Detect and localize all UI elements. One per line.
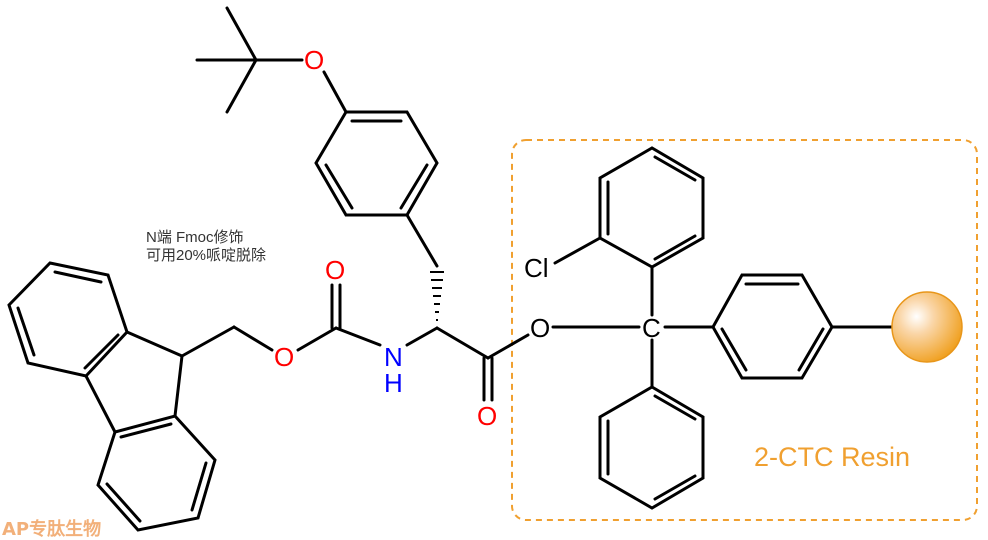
- atom-c-trityl: C: [642, 313, 661, 343]
- atom-n: N: [384, 342, 403, 372]
- hashed-wedge-bond: [430, 271, 444, 321]
- trityl: [551, 146, 894, 510]
- tyrosine-ring: [314, 110, 439, 268]
- fluorene: [7, 261, 217, 532]
- tbu-group: [195, 6, 348, 114]
- atom-h: H: [384, 368, 403, 398]
- logo: AP专肽生物: [2, 518, 101, 540]
- annotation-line-2: 可用20%哌啶脱除: [146, 247, 267, 264]
- resin-box: [511, 139, 978, 521]
- atom-o-carbamate-carbonyl: O: [325, 255, 345, 285]
- annotation-line-1: N端 Fmoc修饰: [146, 229, 244, 246]
- atom-cl: Cl: [524, 253, 549, 283]
- resin-bead: [891, 291, 963, 363]
- resin-label: 2-CTC Resin: [754, 442, 910, 472]
- atom-o-ether: O: [304, 45, 324, 75]
- atom-o-ester-carbonyl: O: [477, 401, 497, 431]
- atom-o-carbamate: O: [274, 342, 294, 372]
- fmoc-annotation: N端 Fmoc修饰 可用20%哌啶脱除: [146, 229, 266, 265]
- backbone: [180, 283, 530, 402]
- atom-o-ester: O: [530, 313, 550, 343]
